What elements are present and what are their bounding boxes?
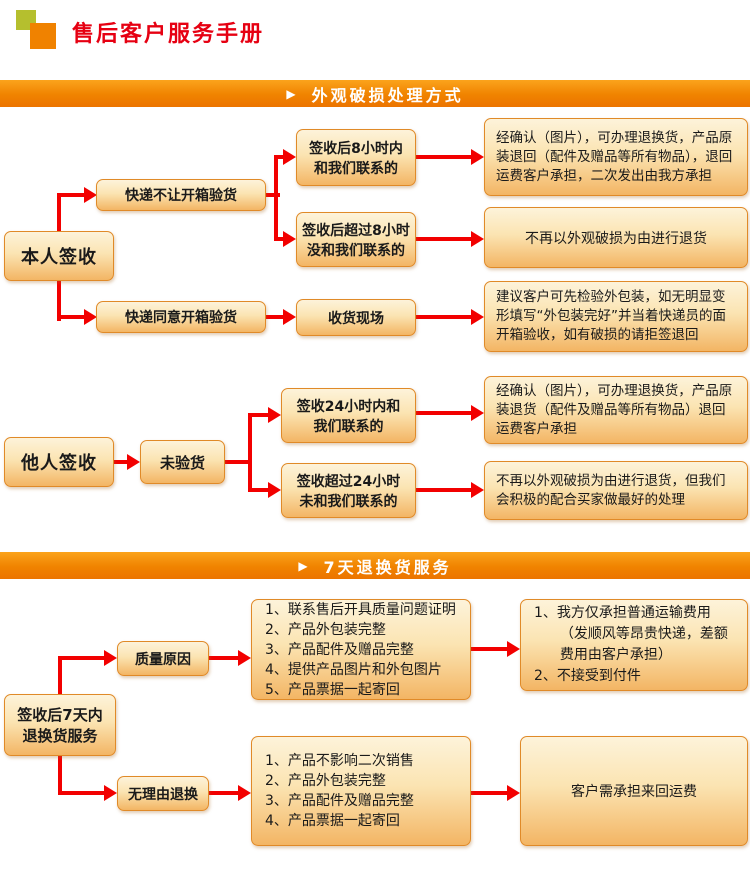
node-signed-by-others: 他人签收 xyxy=(4,437,114,487)
flow-line xyxy=(274,237,284,241)
flow-line xyxy=(416,315,472,319)
flow-arrowhead-icon xyxy=(471,231,484,247)
flow-arrowhead-icon xyxy=(268,407,281,423)
node-contact-over-24h: 签收超过24小时 未和我们联系的 xyxy=(281,463,416,518)
flow-line xyxy=(225,460,252,464)
result-no-reason-shipping: 客户需承担来回运费 xyxy=(520,736,748,846)
banner-damage-label: 外观破损处理方式 xyxy=(311,85,464,105)
banner-7day-return: ▶ 7天退换货服务 xyxy=(0,552,750,579)
list-item: 5、产品票据一起寄回 xyxy=(265,681,400,698)
list-item: 2、不接受到付件 xyxy=(534,668,641,684)
play-icon: ▶ xyxy=(298,558,308,573)
node-contact-over-8h: 签收后超过8小时 没和我们联系的 xyxy=(296,212,416,267)
flow-line xyxy=(58,791,104,795)
result-no-refund-over-8h: 不再以外观破损为由进行退货 xyxy=(484,207,748,268)
flow-arrowhead-icon xyxy=(238,785,251,801)
node-receiving-site: 收货现场 xyxy=(296,299,416,336)
flow-line xyxy=(57,193,85,197)
flow-line xyxy=(274,155,278,241)
flow-line xyxy=(274,155,284,159)
node-contact-within-24h: 签收24小时内和 我们联系的 xyxy=(281,388,416,443)
list-quality-requirements: 1、联系售后开具质量问题证明 2、产品外包装完整 3、产品配件及赠品完整 4、提供产品… xyxy=(251,599,471,700)
flow-line xyxy=(248,413,270,417)
flow-arrowhead-icon xyxy=(268,482,281,498)
node-contact-within-8h: 签收后8小时内 和我们联系的 xyxy=(296,129,416,186)
flow-arrowhead-icon xyxy=(471,149,484,165)
flow-arrowhead-icon xyxy=(471,482,484,498)
flow-line xyxy=(266,315,284,319)
list-item: 2、产品外包装完整 xyxy=(265,773,386,789)
flow-arrowhead-icon xyxy=(471,309,484,325)
list-item: 3、产品配件及赠品完整 xyxy=(265,641,414,658)
list-item: 1、我方仅承担普通运输费用（发顺风等昂贵快递，差额费用由客户承担） xyxy=(534,605,728,663)
flow-line xyxy=(209,656,238,660)
flow-arrowhead-icon xyxy=(84,309,97,325)
flow-arrowhead-icon xyxy=(283,309,296,325)
list-no-reason-requirements: 1、产品不影响二次销售 2、产品外包装完整 3、产品配件及赠品完整 4、产品票据一起寄… xyxy=(251,736,471,846)
banner-7day-label: 7天退换货服务 xyxy=(323,557,452,577)
banner-damage-handling: ▶ 外观破损处理方式 xyxy=(0,80,750,107)
flow-line xyxy=(416,155,472,159)
node-courier-allow-open-box: 快递同意开箱验货 xyxy=(96,301,266,333)
flow-arrowhead-icon xyxy=(84,187,97,203)
flow-arrowhead-icon xyxy=(238,650,251,666)
result-no-refund-over-24h: 不再以外观破损为由进行退货，但我们会积极的配合买家做最好的处理 xyxy=(484,461,748,520)
flow-line xyxy=(248,488,270,492)
flow-line xyxy=(416,237,472,241)
list-item: 1、产品不影响二次销售 xyxy=(265,753,414,769)
list-item: 4、提供产品图片和外包图片 xyxy=(265,661,442,678)
page-title: 售后客户服务手册 xyxy=(72,22,265,47)
list-item: 1、联系售后开具质量问题证明 xyxy=(265,601,456,618)
play-icon: ▶ xyxy=(286,86,296,101)
node-7day-service: 签收后7天内 退换货服务 xyxy=(4,694,116,756)
advice-receiving-site: 建议客户可先检验外包装，如无明显变形填写“外包装完好”并当着快递员的面开箱验收，… xyxy=(484,281,748,352)
node-no-reason-return: 无理由退换 xyxy=(117,776,209,811)
flow-arrowhead-icon xyxy=(471,405,484,421)
result-refund-within-24h: 经确认（图片），可办理退换货，产品原装退货（配件及赠品等所有物品）退回运费客户承… xyxy=(484,376,748,444)
list-item: 2、产品外包装完整 xyxy=(265,621,386,638)
flow-line xyxy=(248,413,252,492)
flow-arrowhead-icon xyxy=(104,650,117,666)
flow-line xyxy=(471,791,507,795)
result-quality-shipping: 1、我方仅承担普通运输费用（发顺风等昂贵快递，差额费用由客户承担） 2、不接受到付… xyxy=(520,599,748,691)
flow-line xyxy=(209,791,238,795)
flow-line xyxy=(416,488,472,492)
list-item: 3、产品配件及赠品完整 xyxy=(265,793,414,809)
logo-orange-square xyxy=(30,23,56,49)
flow-arrowhead-icon xyxy=(283,149,296,165)
node-quality-reason: 质量原因 xyxy=(117,641,209,676)
node-courier-no-open-box: 快递不让开箱验货 xyxy=(96,179,266,211)
flow-arrowhead-icon xyxy=(507,785,520,801)
flow-line xyxy=(57,315,85,319)
flow-line xyxy=(266,193,280,197)
flow-arrowhead-icon xyxy=(104,785,117,801)
flow-line xyxy=(471,647,507,651)
list-item: 4、产品票据一起寄回 xyxy=(265,813,400,829)
flow-arrowhead-icon xyxy=(283,231,296,247)
flow-arrowhead-icon xyxy=(127,454,140,470)
node-signed-by-self: 本人签收 xyxy=(4,231,114,281)
result-refund-within-8h: 经确认（图片），可办理退换货，产品原装退回（配件及赠品等所有物品），退回运费客户… xyxy=(484,118,748,196)
flow-line xyxy=(416,411,472,415)
flow-line xyxy=(58,656,104,660)
flow-arrowhead-icon xyxy=(507,641,520,657)
flow-line xyxy=(114,460,128,464)
node-not-inspected: 未验货 xyxy=(140,440,225,484)
